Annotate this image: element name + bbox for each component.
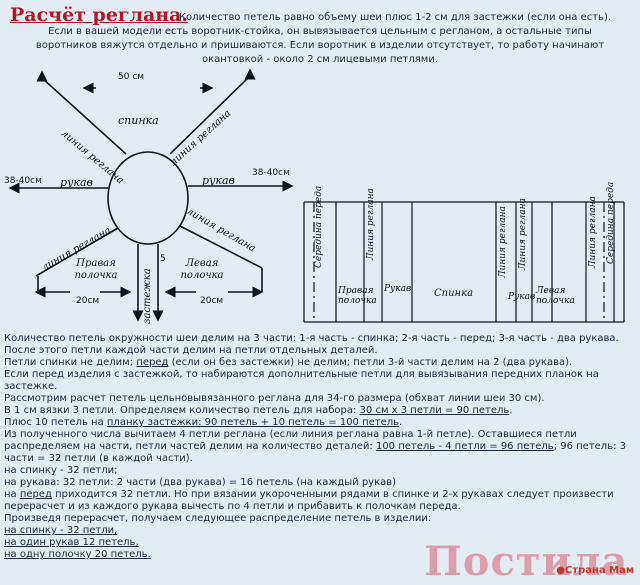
body-text: Количество петель окружности шеи делим н… xyxy=(4,333,636,561)
neck-oval xyxy=(107,151,189,245)
paragraph: на одну полочку 20 петель. xyxy=(4,549,151,560)
paragraph: Произведя перерасчет, получаем следующее… xyxy=(4,513,432,524)
paragraph: Из полученного числа вычитаем 4 петли ре… xyxy=(4,429,627,464)
raglan-line-bottom-left xyxy=(35,227,119,277)
raglan-line-bottom-right xyxy=(179,225,263,269)
right-width-label: 38-40см xyxy=(252,168,290,178)
col-raglan-4: Линия реглана xyxy=(588,196,598,268)
intro-text: Количество петель равно объему шеи плюс … xyxy=(4,11,636,67)
watermark-source: ●Страна Мам xyxy=(556,565,634,576)
top-width-label: 50 см xyxy=(118,72,145,82)
front-left-label: Левая полочка xyxy=(180,258,224,281)
page-title: Расчёт реглана. xyxy=(10,4,189,26)
col-spinka: Спинка xyxy=(434,288,474,299)
intro-line: окантовкой - около 2 см лицевыми петлями… xyxy=(201,54,438,65)
rukav-left-label: рукав xyxy=(60,176,93,189)
col-polochka-2: Левая полочка xyxy=(536,286,575,306)
raglan-diagram-lines xyxy=(8,68,294,322)
intro-line: Если в вашей модели есть воротник-стойка… xyxy=(48,26,592,37)
paragraph: Если перед изделия с застежкой, то набир… xyxy=(4,369,599,392)
col-rukav-1: Рукав xyxy=(384,284,412,294)
front-right-label: Правая полочка xyxy=(74,258,118,281)
zastezhka-label: застежка xyxy=(142,268,153,324)
col-center-front-left: Середина переда xyxy=(314,185,324,268)
col-raglan-3: Линия реглана xyxy=(518,198,528,270)
intro-line: Количество петель равно объему шеи плюс … xyxy=(178,12,612,23)
slot-layout-lines xyxy=(303,201,625,323)
col-center-front-right: Середина переда xyxy=(606,181,616,264)
raglan-diagram: 50 см 38-40см 38-40см спинка рукав рукав… xyxy=(0,58,300,330)
watermark: Постила ●Страна Мам xyxy=(424,532,634,585)
rukav-right-label: рукав xyxy=(202,174,235,187)
watermark-logo: Постила xyxy=(424,538,629,585)
paragraph: на рукава: 32 петли: 2 части (два рукава… xyxy=(4,477,397,488)
paragraph: на спинку - 32 петли; xyxy=(4,465,118,476)
zastezhka-width: 5 xyxy=(160,254,166,264)
col-raglan-2: Линия реглана xyxy=(498,206,508,278)
intro-line: воротников вяжутся отдельно и пришиваютс… xyxy=(35,40,605,51)
paragraph: Количество петель окружности шеи делим н… xyxy=(4,333,619,356)
raglan-line-top-left xyxy=(41,77,127,155)
col-rukav-2: Рукав xyxy=(508,292,536,302)
paragraph: Рассмотрим расчет петель цельновывязанно… xyxy=(4,393,545,404)
slot-layout-diagram: Середина переда Линия реглана Правая пол… xyxy=(300,182,628,326)
paragraph: на перед приходится 32 петли. Но при вяз… xyxy=(4,489,614,512)
paragraph: на один рукав 12 петель, xyxy=(4,537,139,548)
left-width-label: 38-40см xyxy=(4,176,42,186)
raglan-line-top-right xyxy=(169,75,251,155)
spinka-label: спинка xyxy=(118,114,159,127)
paragraph: Плюс 10 петель на планку застежки: 90 пе… xyxy=(4,417,403,428)
bottom-left-width: 20см xyxy=(76,296,100,306)
bottom-right-width: 20см xyxy=(200,296,224,306)
col-polochka-1: Правая полочка xyxy=(338,286,377,306)
col-raglan-1: Линия реглана xyxy=(366,188,376,260)
paragraph: на спинку - 32 петли, xyxy=(4,525,118,536)
paragraph: В 1 см вязки 3 петли. Определяем количес… xyxy=(4,405,513,416)
paragraph: Петли спинки не делим; перед (если он бе… xyxy=(4,357,573,368)
